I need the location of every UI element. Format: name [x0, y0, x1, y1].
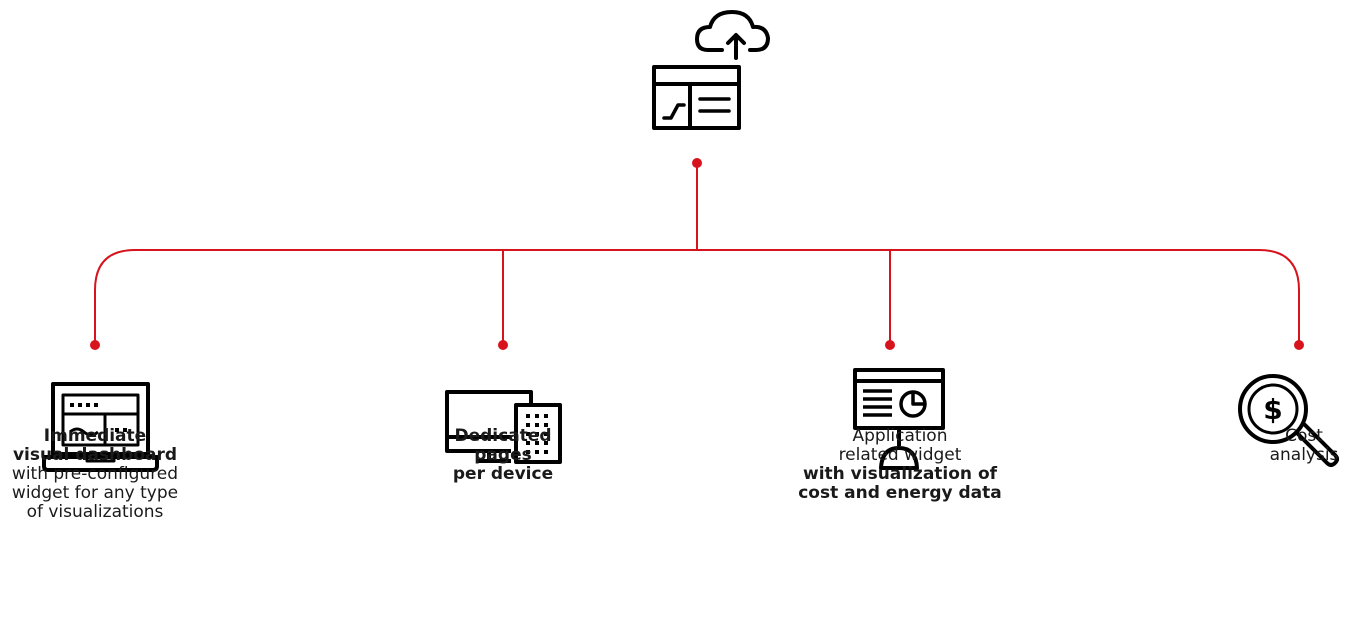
- caption-widget-bold-2: cost and energy data: [798, 483, 1002, 503]
- connector-dot-3: [885, 340, 895, 350]
- dollar-search-icon: [1238, 374, 1339, 467]
- dashboard-window-icon: [652, 65, 741, 130]
- connector-bus: [94, 249, 1300, 345]
- device-icon: [514, 403, 562, 464]
- laptop-dashboard-icon: [42, 382, 159, 472]
- caption-pages-bold-3: per device: [452, 464, 554, 484]
- connector-lines: [94, 163, 1300, 345]
- magnifier-lens: [1238, 374, 1308, 444]
- caption-dashboard-line-3: of visualizations: [26, 502, 164, 522]
- laptop-base: [42, 455, 159, 472]
- caption-widget-bold-1: with visualization of: [802, 464, 998, 484]
- connector-dot-root: [692, 158, 702, 168]
- connector-dot-4: [1294, 340, 1304, 350]
- caption-dashboard: Immediate visual dashboard with pre-conf…: [5, 427, 185, 522]
- upload-arrow-icon: [726, 33, 746, 60]
- caption-widget-line-2: related widget: [838, 445, 962, 465]
- cloud-icon: [695, 10, 770, 52]
- caption-cost-line-1: Cost: [1285, 426, 1323, 446]
- caption-widget-line-1: Application: [852, 426, 948, 446]
- caption-cost-analysis: Cost analysis: [1254, 427, 1354, 465]
- desktop-and-device-icon: [445, 390, 562, 464]
- caption-application-widget: Application related widget with visualiz…: [785, 427, 1015, 503]
- monitor-icon: [445, 390, 533, 453]
- caption-dashboard-line-1: with pre-configured: [11, 464, 179, 484]
- caption-dashboard-line-2: widget for any type: [11, 483, 179, 503]
- caption-dedicated-pages: Dedicated pages per device: [433, 427, 573, 484]
- caption-pages-bold-2: pages: [474, 445, 532, 465]
- dollar-sign-icon: $: [1263, 393, 1282, 426]
- caption-dashboard-bold-2: visual dashboard: [12, 445, 178, 465]
- cloud-dashboard-icon: [652, 10, 770, 130]
- connector-dot-2: [498, 340, 508, 350]
- presentation-chart-icon: [853, 368, 945, 470]
- board-base: [879, 446, 919, 470]
- caption-dashboard-bold-1: Immediate: [43, 426, 147, 446]
- caption-cost-line-2: analysis: [1269, 445, 1339, 465]
- laptop-screen: [51, 382, 150, 456]
- device-keypad: [526, 414, 548, 454]
- connector-dot-1: [90, 340, 100, 350]
- caption-pages-bold-1: Dedicated: [454, 426, 552, 446]
- magnifier-handle: [1295, 423, 1339, 467]
- connector-dots: [90, 158, 1304, 350]
